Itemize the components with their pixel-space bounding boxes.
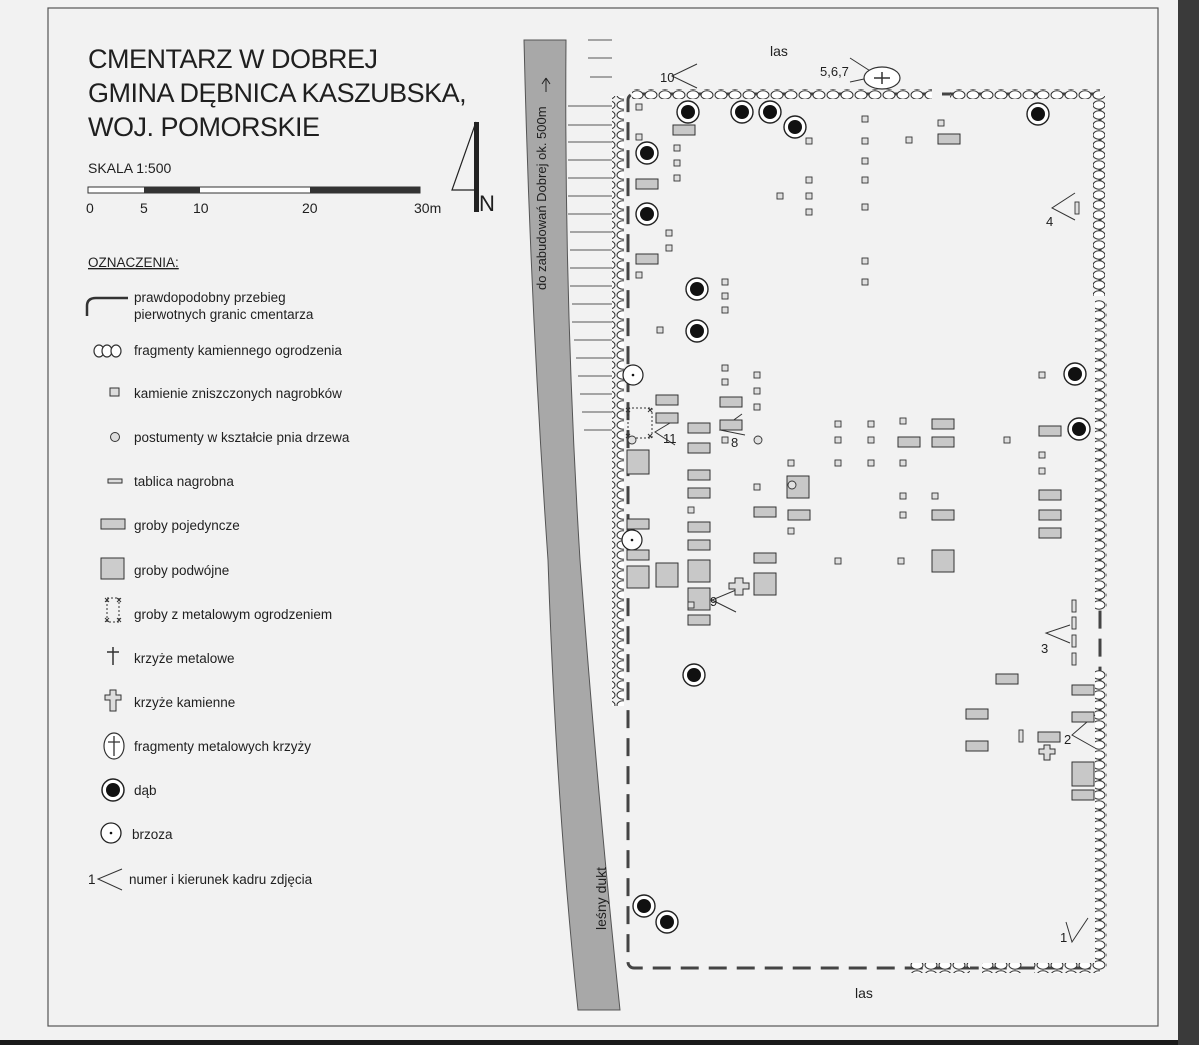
forest-label-bottom: las (855, 985, 873, 1001)
oak-icon (685, 319, 709, 343)
small-circle-icon (110, 432, 120, 442)
title-line-3: WOJ. POMORSKIE (88, 112, 320, 142)
legend-label: groby z metalowym ogrodzeniem (134, 607, 332, 622)
scale-bar: SKALA 1:500 0 5 10 20 30m (86, 160, 441, 216)
photo-marker-567: 5,6,7 (820, 64, 849, 79)
legend-heading: OZNACZENIA: (88, 255, 179, 270)
north-label: N (479, 191, 495, 216)
photo-marker-labels: 1 2 3 4 5,6,7 8 9 10 11 (660, 64, 1071, 945)
oak-icon (1063, 362, 1087, 386)
title-line-1: CMENTARZ W DOBREJ (88, 44, 378, 74)
photo-marker-10: 10 (660, 70, 674, 85)
cross-fragment-icon (863, 66, 901, 90)
legend-label: fragmenty kamiennego ogrodzenia (134, 343, 342, 358)
oak-trees (632, 100, 1091, 934)
photo-direction-icon: 1 (88, 868, 123, 891)
scale-tick: 5 (140, 200, 148, 216)
legend-label: postumenty w kształcie pnia drzewa (134, 430, 350, 445)
birch-icon (621, 529, 643, 551)
photo-marker-8: 8 (731, 435, 738, 450)
oak-icon (1067, 417, 1091, 441)
single-grave-icon (100, 518, 126, 530)
oak-icon (1026, 102, 1050, 126)
photo-marker-9: 9 (710, 594, 717, 609)
oak-icon (685, 277, 709, 301)
oak-icon (676, 100, 700, 124)
oak-icon (655, 910, 679, 934)
plaque-icon (107, 478, 123, 484)
photo-marker-2: 2 (1064, 732, 1071, 747)
grave-stones (635, 103, 1046, 609)
legend-label: numer i kierunek kadru zdjęcia (129, 872, 313, 887)
birch-icon (100, 822, 122, 844)
legend-label: fragmenty metalowych krzyży (134, 739, 311, 754)
oak-icon (783, 115, 807, 139)
photo-marker-3: 3 (1041, 641, 1048, 656)
north-arrow-icon: N (451, 121, 495, 216)
road-label: do zabudowań Dobrej ok. 500m (534, 106, 549, 290)
metal-cross-icon (107, 647, 119, 665)
pedestals (627, 435, 797, 490)
legend-label: dąb (134, 783, 157, 798)
map-frame (47, 7, 1159, 1027)
cross-fragment-icon (103, 732, 125, 760)
scale-tick: 0 (86, 200, 94, 216)
legend-label: krzyże metalowe (134, 651, 235, 666)
stone-fence-icon (93, 344, 122, 358)
embankment (568, 39, 612, 431)
double-grave-icon (100, 557, 125, 580)
oak-icon (101, 778, 125, 802)
cemetery-boundary (612, 89, 1107, 973)
scale-tick: 30m (414, 200, 441, 216)
map-title: CMENTARZ W DOBREJ GMINA DĘBNICA KASZUBSK… (88, 44, 467, 142)
oak-icon (758, 100, 782, 124)
legend-label: groby podwójne (134, 563, 229, 578)
small-square-icon (109, 387, 120, 397)
stone-crosses (728, 577, 1056, 761)
birch-icon (622, 364, 644, 386)
map-labels: las las (770, 43, 873, 1001)
legend-label: pierwotnych granic cmentarza (134, 307, 314, 322)
photo-marker-4: 4 (1046, 214, 1053, 229)
scale-label: SKALA 1:500 (88, 160, 172, 176)
oak-icon (682, 663, 706, 687)
path-label: leśny dukt (593, 867, 609, 930)
legend: OZNACZENIA: prawdopodobny przebieg pierw… (85, 255, 350, 891)
title-line-2: GMINA DĘBNICA KASZUBSKA, (88, 78, 466, 108)
fenced-graves (625, 407, 653, 439)
stone-cross-icon (104, 689, 122, 712)
oak-icon (632, 894, 656, 918)
legend-label: kamienie zniszczonych nagrobków (134, 386, 342, 401)
boundary-line-icon (85, 296, 128, 316)
scale-tick: 10 (193, 200, 209, 216)
legend-label: krzyże kamienne (134, 695, 235, 710)
road: do zabudowań Dobrej ok. 500m leśny dukt (523, 39, 621, 1011)
legend-label: prawdopodobny przebieg (134, 290, 286, 305)
oak-icon (635, 202, 659, 226)
photo-marker-1: 1 (1060, 930, 1067, 945)
photo-marker-11: 11 (663, 431, 677, 446)
photo-number: 1 (88, 872, 96, 887)
legend-label: groby pojedyncze (134, 518, 240, 533)
forest-label-top: las (770, 43, 788, 59)
scale-tick: 20 (302, 200, 318, 216)
photo-markers (654, 57, 1096, 944)
oak-icon (635, 141, 659, 165)
legend-label: brzoza (132, 827, 173, 842)
fenced-grave-icon (104, 597, 122, 623)
legend-label: tablica nagrobna (134, 474, 234, 489)
grave-plaques (1018, 201, 1080, 743)
oak-icon (730, 100, 754, 124)
